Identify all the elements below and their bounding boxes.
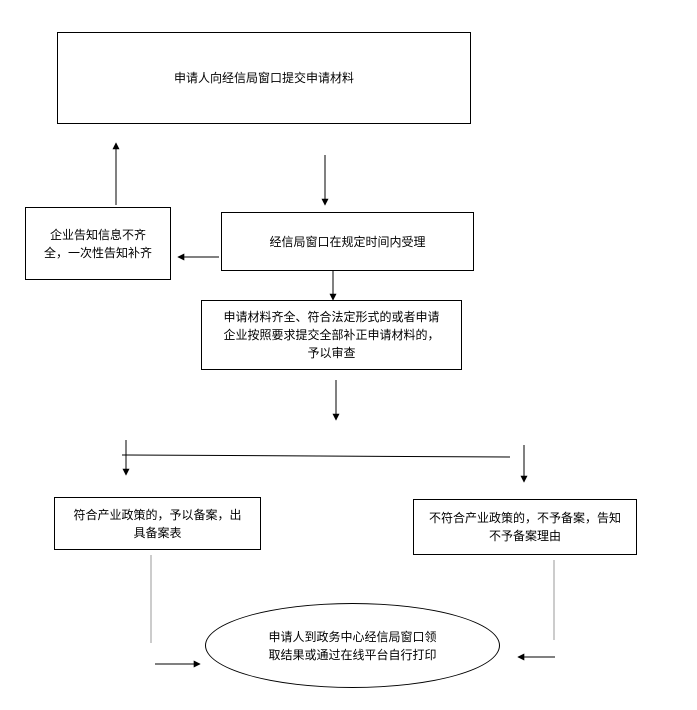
review-box: 申请材料齐全、符合法定形式的或者申请 企业按照要求提交全部补正申请材料的， 予以… <box>201 300 462 370</box>
accept-text: 经信局窗口在规定时间内受理 <box>269 234 426 249</box>
review-text-line2: 企业按照要求提交全部补正申请材料的， <box>223 328 440 342</box>
incomplete-text-line1: 企业告知信息不齐 <box>49 227 146 242</box>
result-text-line2: 取结果或通过在线平台自行打印 <box>268 647 437 662</box>
approve-text-line1: 符合产业政策的，予以备案，出 <box>73 507 242 522</box>
submit-box: 申请人向经信局窗口提交申请材料 <box>57 32 471 124</box>
approve-text-line2: 具备案表 <box>133 525 182 540</box>
incomplete-box: 企业告知信息不齐 全，一次性告知补齐 <box>25 207 171 280</box>
reject-box: 不符合产业政策的，不予备案，告知 不予备案理由 <box>413 499 637 555</box>
reject-text-line1: 不符合产业政策的，不予备案，告知 <box>428 511 621 525</box>
review-text-line3: 予以审查 <box>307 346 356 360</box>
approve-box: 符合产业政策的，予以备案，出 具备案表 <box>54 497 261 550</box>
submit-text: 申请人向经信局窗口提交申请材料 <box>173 71 354 85</box>
split-line <box>121 454 511 458</box>
result-text-line1: 申请人到政务中心经信局窗口领 <box>268 629 437 644</box>
result-oval: 申请人到政务中心经信局窗口领 取结果或通过在线平台自行打印 <box>205 603 500 688</box>
reject-text-line2: 不予备案理由 <box>488 529 561 543</box>
accept-box: 经信局窗口在规定时间内受理 <box>221 212 474 271</box>
incomplete-text-line2: 全，一次性告知补齐 <box>43 245 152 260</box>
review-text-line1: 申请材料齐全、符合法定形式的或者申请 <box>223 310 440 324</box>
